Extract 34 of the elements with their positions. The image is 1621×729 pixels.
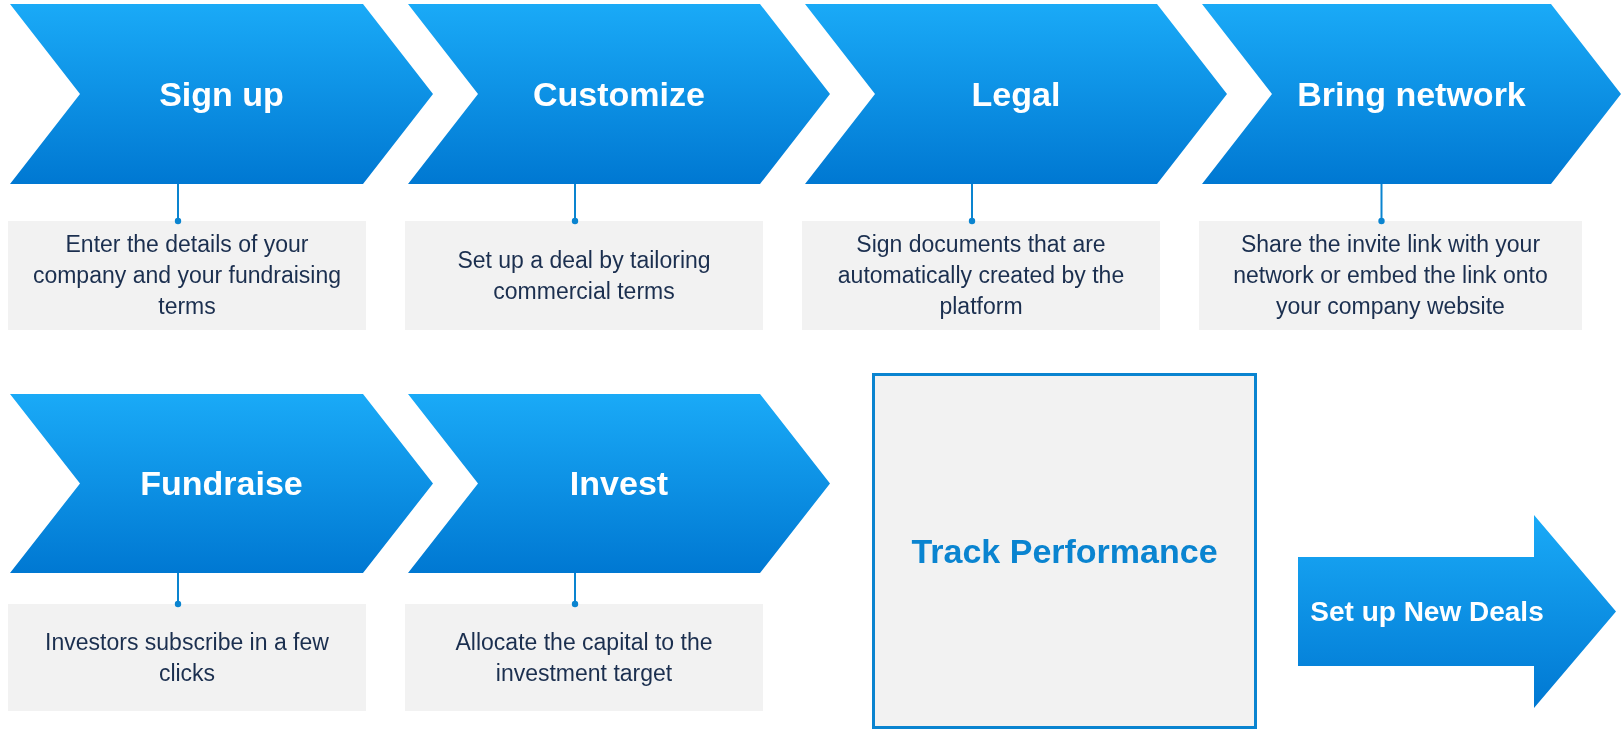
connector-line xyxy=(968,183,976,225)
description-box xyxy=(1199,221,1582,330)
step-title: Customize xyxy=(533,74,705,114)
chevron-step xyxy=(10,394,433,573)
step-title: Sign up xyxy=(159,74,284,114)
description-box xyxy=(8,604,366,711)
description-box xyxy=(802,221,1160,330)
step-description: Investors subscribe in a few clicks xyxy=(44,627,330,688)
connector-line xyxy=(571,183,579,225)
chevron-step xyxy=(805,4,1227,184)
step-title: Legal xyxy=(971,74,1061,114)
connector-line xyxy=(174,572,182,608)
step-description: Enter the details of your company and your fundraising terms xyxy=(31,230,343,321)
connector-line xyxy=(174,183,182,225)
step-title: Track Performance xyxy=(911,531,1218,572)
step-title: Bring network xyxy=(1297,74,1526,114)
step-description: Sign documents that are automatically created by the platform xyxy=(836,230,1126,321)
step-description: Set up a deal by tailoring commercial terms xyxy=(456,245,712,306)
description-box xyxy=(8,221,366,330)
step-description: Share the invite link with your network or embed the link onto your company website xyxy=(1232,230,1549,321)
chevron-step xyxy=(408,4,830,184)
chevron-step xyxy=(1202,4,1621,184)
step-description: Allocate the capital to the investment target xyxy=(454,627,714,688)
step-title: Invest xyxy=(569,464,669,503)
connector-line xyxy=(1378,183,1385,225)
block-arrow xyxy=(1298,515,1616,708)
step-title: Fundraise xyxy=(140,464,303,503)
connector-line xyxy=(571,572,579,608)
chevron-step xyxy=(408,394,830,573)
performance-box xyxy=(872,373,1257,729)
description-box xyxy=(405,604,763,711)
step-title: Set up New Deals xyxy=(1310,594,1544,629)
description-box xyxy=(405,221,763,330)
chevron-step xyxy=(10,4,433,184)
